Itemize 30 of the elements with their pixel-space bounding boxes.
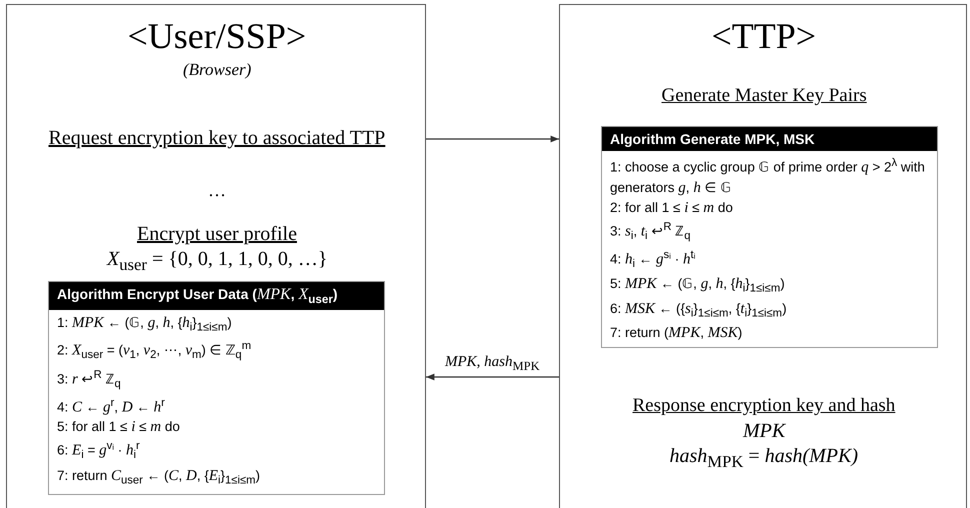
- algorithm-step: 3: r ↩$^{R}$ ℤ$_{q}$: [49, 366, 384, 394]
- algorithm-step: 3: s$_{i}$, t$_{i}$ ↩$^{R}$ ℤ$_{q}$: [602, 218, 937, 246]
- algorithm-header: Algorithm Generate MPK, MSK: [602, 127, 937, 151]
- ellipsis: …: [208, 180, 226, 201]
- algorithm-step: 5: MPK ← (𝔾, g, h, {h$_{i}$}$_{1≤i≤m}$): [602, 274, 937, 299]
- algorithm-step: 2: for all 1 ≤ i ≤ m do: [602, 198, 937, 218]
- algorithm-box: [48, 281, 385, 496]
- algorithm-step: 6: MSK ← ({s$_{i}$}$_{1≤i≤m}$, {t$_{i}$}$_{1≤i≤m}$): [602, 298, 937, 324]
- participant-panel: [6, 4, 426, 508]
- formula: X$_{user}$ = {0, 0, 1, 1, 0, 0, …}: [107, 248, 328, 275]
- arrow: [426, 136, 559, 142]
- arrow: [426, 374, 559, 380]
- algorithm-step: 1: MPK ← (𝔾, g, h, {h$_{i}$}$_{1≤i≤m}$): [49, 312, 384, 338]
- step-heading: Response encryption key and hash: [632, 395, 896, 417]
- panel-title: <User/SSP>: [128, 15, 306, 57]
- step-heading: Request encryption key to associated TTP: [48, 127, 386, 150]
- algorithm-header: Algorithm Encrypt User Data (MPK, X$_{user}$): [49, 282, 384, 310]
- panel-subtitle: (Browser): [183, 60, 252, 80]
- step-heading: Encrypt user profile: [137, 223, 297, 246]
- algorithm-step: 5: for all 1 ≤ i ≤ m do: [49, 417, 384, 438]
- step-heading: Generate Master Key Pairs: [662, 85, 867, 107]
- algorithm-step: 7: return (MPK, MSK): [602, 323, 937, 344]
- formula: MPK: [743, 420, 786, 443]
- panel-title: <TTP>: [712, 15, 816, 57]
- formula: hash$_{MPK}$ = hash(MPK): [670, 445, 858, 472]
- algorithm-box: [601, 126, 938, 348]
- algorithm-step: 7: return C$_{user}$ ← (C, D, {E$_{i}$}$_{1≤i≤m}$): [49, 466, 384, 490]
- algorithm-step: 4: C ← g$^{r}$, D ← h$^{r}$: [49, 394, 384, 418]
- algorithm-step: 4: h$_{i}$ ← g$^{sᵢ}$ · h$^{tᵢ}$: [602, 246, 937, 274]
- participant-panel: [559, 4, 967, 508]
